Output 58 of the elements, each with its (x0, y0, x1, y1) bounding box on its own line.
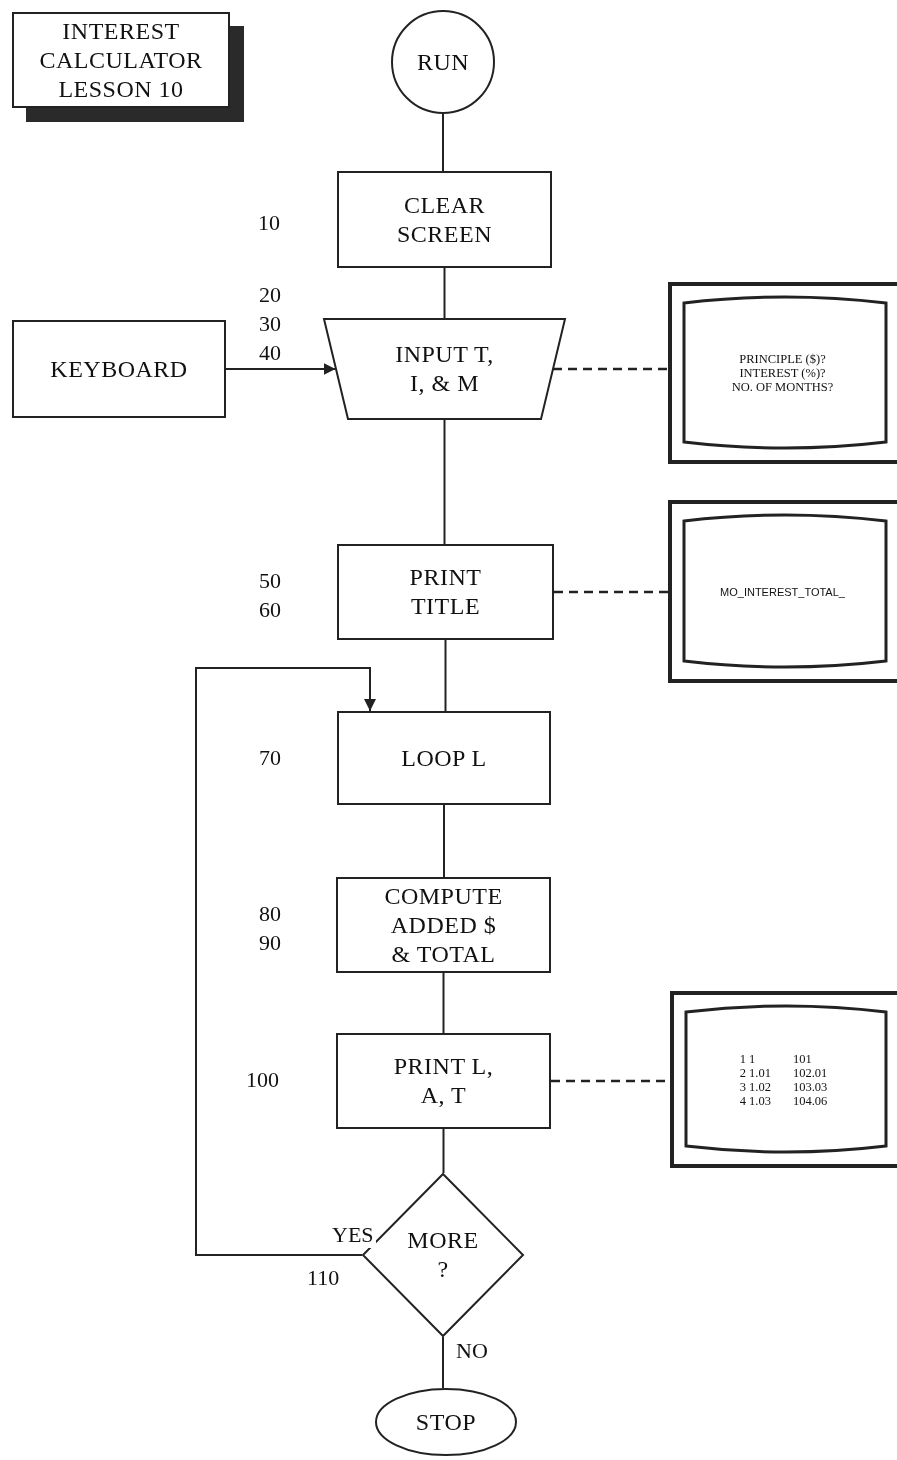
connector-line (443, 419, 446, 545)
node-label: CLEAR SCREEN (396, 190, 493, 249)
connector-line (442, 1336, 444, 1389)
connector-line (443, 804, 445, 878)
node-label: INPUT T, I, & M (394, 340, 495, 398)
screen-text: 101 (792, 1051, 813, 1066)
connector-line (442, 113, 444, 172)
process-box (336, 1033, 551, 1129)
monitor-screen (670, 991, 897, 1168)
line-number: 30 (259, 310, 281, 338)
line-number: 40 (259, 339, 281, 367)
screen-text: NO. OF MONTHS? (731, 380, 834, 394)
line-number: 100 (246, 1066, 279, 1094)
line-number: 60 (259, 596, 281, 624)
line-number: 50 (259, 567, 281, 595)
node-label: LOOP L (401, 743, 487, 773)
node-label: MORE ? (406, 1226, 480, 1284)
node-label: PRINT TITLE (408, 563, 483, 621)
screen-text: 4 1.03 (739, 1093, 771, 1108)
process-box (337, 711, 551, 805)
process-box (337, 171, 552, 268)
screen-text: 102.01 (792, 1065, 828, 1080)
process-box (336, 877, 551, 973)
connector-line (442, 1128, 445, 1174)
node-label: COMPUTE ADDED $ & TOTAL (383, 881, 504, 969)
line-number: 80 (259, 900, 281, 928)
process-box (337, 544, 554, 640)
arrow (225, 363, 337, 375)
connector-line (444, 639, 447, 712)
dashed-connector (554, 590, 668, 594)
node-label: KEYBOARD (50, 354, 188, 384)
screen-text: 103.03 (792, 1079, 828, 1094)
line-number: 20 (259, 281, 281, 309)
line-number: 70 (259, 744, 281, 772)
start-circle (391, 10, 495, 114)
connector-line (443, 267, 446, 319)
screen-text: INTEREST (%)? (739, 366, 826, 380)
monitor-screen (668, 500, 897, 683)
line-number: 10 (258, 209, 280, 237)
line-number: 90 (259, 929, 281, 957)
screen-text: MO_INTEREST_TOTAL_ (720, 584, 845, 599)
line-number: 110 (307, 1264, 340, 1292)
input-trapezoid (323, 318, 566, 420)
monitor-screen (668, 282, 897, 464)
screen-text: 104.06 (792, 1093, 828, 1108)
input-device-box (12, 320, 226, 418)
screen-text: 2 1.01 (739, 1065, 771, 1080)
node-label: PRINT L, A, T (393, 1052, 494, 1110)
node-label: INTEREST CALCULATOR LESSON 10 (38, 16, 204, 104)
node-label: RUN (416, 47, 470, 77)
screen-text: 1 1 (739, 1051, 757, 1066)
connector-line (442, 972, 445, 1034)
screen-text: PRINCIPLE ($)? (739, 352, 826, 366)
screen-text: 3 1.02 (739, 1079, 771, 1094)
arrow (195, 667, 376, 1256)
end-oval (375, 1388, 517, 1456)
dashed-connector (553, 367, 668, 371)
node-label: STOP (415, 1407, 477, 1437)
